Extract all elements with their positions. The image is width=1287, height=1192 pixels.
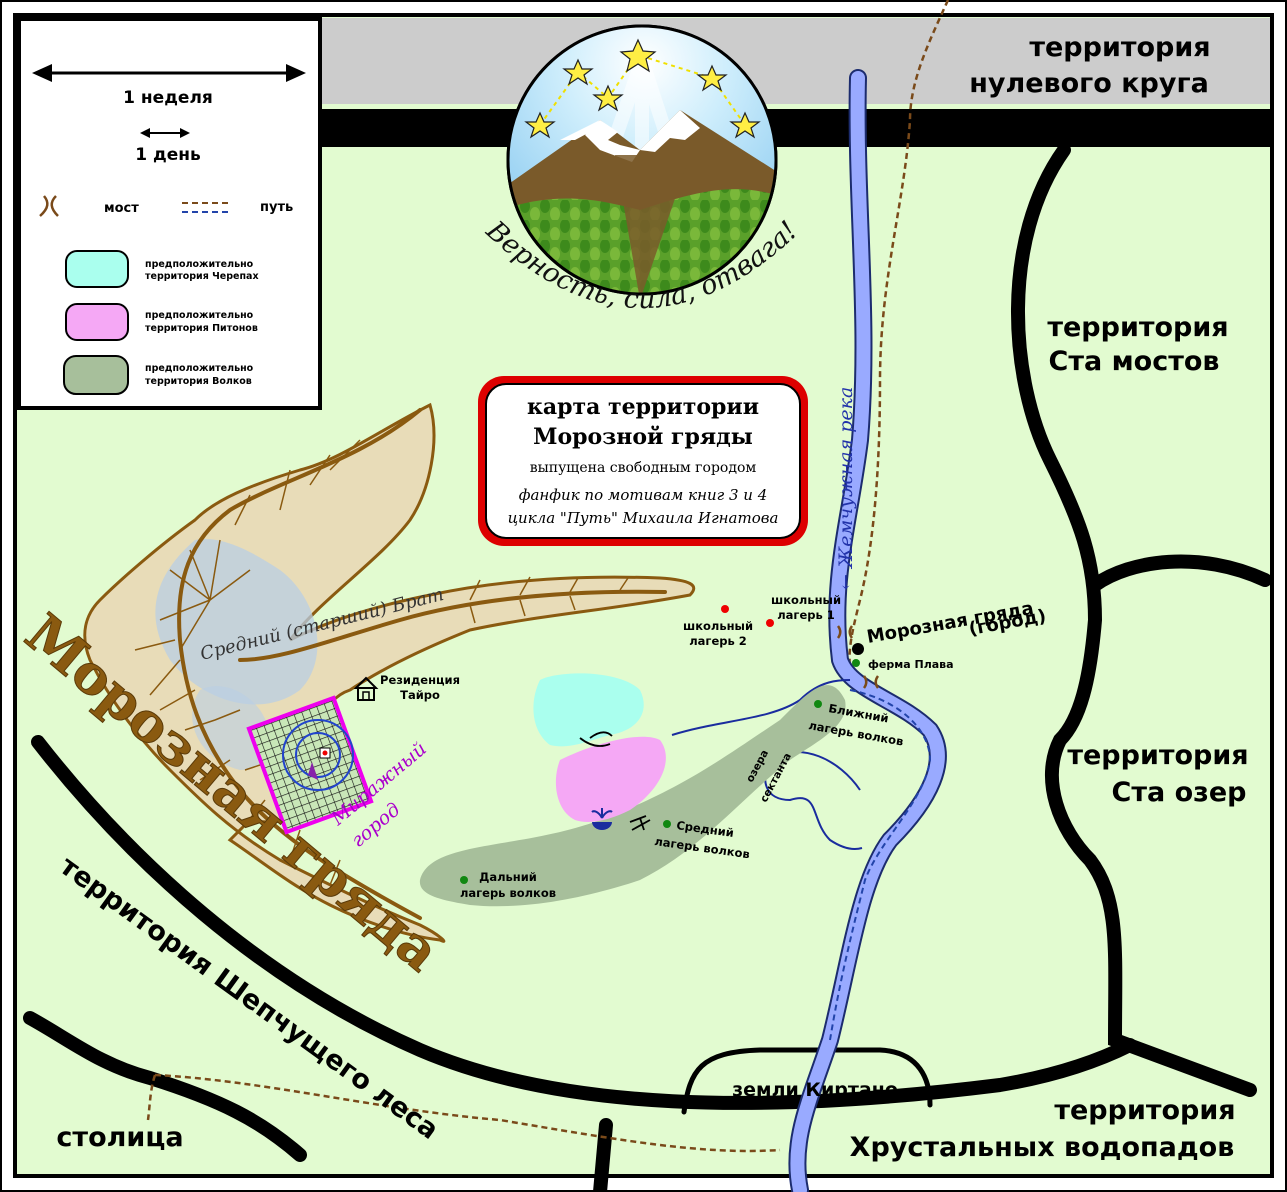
pythons-territory xyxy=(555,736,666,822)
river-bridge-icons xyxy=(836,625,880,689)
week-scale-arrow xyxy=(32,64,306,82)
legend-week: 1 неделя xyxy=(123,88,213,108)
wolves-territory xyxy=(419,685,846,907)
legend: 1 неделя 1 день мост путь предположитель… xyxy=(17,17,322,410)
label-school-camp-2-b: лагерь 2 xyxy=(689,634,747,648)
border-kirtano xyxy=(681,1047,933,1115)
frost-ridge-mountains xyxy=(83,402,696,943)
label-hundred-bridges-2: Ста мостов xyxy=(1049,346,1220,377)
label-far-camp-2: лагерь волков xyxy=(460,886,556,900)
fountain-icon xyxy=(591,808,613,830)
title-box: карта территории Морозной гряды выпущена… xyxy=(478,376,808,546)
legend-path: путь xyxy=(260,200,293,215)
label-residence-1: Резиденция xyxy=(380,673,460,687)
legend-turtles-swatch xyxy=(65,250,129,288)
title-subtitle: выпущена свободным городом xyxy=(530,460,757,476)
legend-wolves-line1: предположительно xyxy=(145,363,254,374)
label-kirtano: земли Киртано xyxy=(732,1079,898,1101)
legend-wolves-swatch xyxy=(63,355,129,395)
pearl-river xyxy=(790,71,945,1192)
near-wolf-camp-dot xyxy=(814,700,822,708)
border-capital xyxy=(23,1011,307,1162)
path-capital-spur xyxy=(146,1074,157,1121)
border-hundred-bridges-west xyxy=(1011,143,1257,1097)
label-far-camp-1: Дальний xyxy=(479,870,537,884)
border-whispering-forest xyxy=(31,735,1137,1110)
label-plav-farm: ферма Плава xyxy=(868,658,954,671)
stream-3 xyxy=(764,759,863,850)
turtles-territory xyxy=(533,673,644,747)
bridge-icon xyxy=(39,195,59,217)
legend-turtles-line1: предположительно xyxy=(145,259,254,270)
legend-day: 1 день xyxy=(135,145,201,165)
label-pearl-river: ← Жемчужная река xyxy=(835,387,857,590)
stream-1 xyxy=(671,679,851,736)
title-note-line2: цикла "Путь" Михаила Игнатова xyxy=(508,509,779,527)
legend-wolves-line2: территория Волков xyxy=(145,376,252,387)
label-crystal-falls-2: Хрустальных водопадов xyxy=(850,1132,1235,1163)
title-line2: Морозной гряды xyxy=(533,424,753,450)
legend-bridge: мост xyxy=(104,201,139,216)
mirage-city-map xyxy=(246,695,374,835)
label-hundred-lakes-2: Ста озер xyxy=(1112,777,1247,808)
territory-borders xyxy=(23,143,1272,1192)
plav-farm-dot xyxy=(852,659,860,667)
path-north xyxy=(848,0,950,691)
school-camp-1-dot xyxy=(766,619,774,627)
label-crystal-falls-1: территория xyxy=(1054,1095,1235,1126)
crossing-icon xyxy=(629,815,651,831)
residence-house-icon xyxy=(353,676,379,701)
far-wolf-camp-dot xyxy=(460,876,468,884)
label-capital: столица xyxy=(56,1122,183,1153)
day-scale-arrow xyxy=(140,128,190,138)
border-bridges-lakes xyxy=(1088,554,1272,592)
middle-wolf-camp-dot xyxy=(663,820,671,828)
label-zero-circle-2: нулевого круга xyxy=(969,68,1209,99)
label-hundred-lakes-1: территория xyxy=(1067,740,1248,771)
legend-turtles-line2: территория Черепах xyxy=(145,271,259,282)
label-school-camp-2-a: школьный xyxy=(683,619,753,633)
label-residence-2: Тайро xyxy=(400,688,440,702)
title-note-line1: фанфик по мотивам книг 3 и 4 xyxy=(519,486,768,504)
legend-pythons-line1: предположительно xyxy=(145,310,254,321)
title-line1: карта территории xyxy=(527,394,759,420)
legend-pythons-line2: территория Питонов xyxy=(145,323,258,334)
label-school-camp-1-b: лагерь 1 xyxy=(777,608,835,622)
frost-ridge-city-dot xyxy=(852,643,864,655)
label-hundred-bridges-1: территория xyxy=(1047,312,1228,343)
label-school-camp-1-a: школьный xyxy=(771,593,841,607)
border-south xyxy=(593,1118,613,1192)
legend-pythons-swatch xyxy=(65,303,129,341)
bird-icon xyxy=(579,731,613,747)
school-camp-2-dot xyxy=(721,605,729,613)
label-zero-circle-1: территория xyxy=(1029,32,1210,63)
